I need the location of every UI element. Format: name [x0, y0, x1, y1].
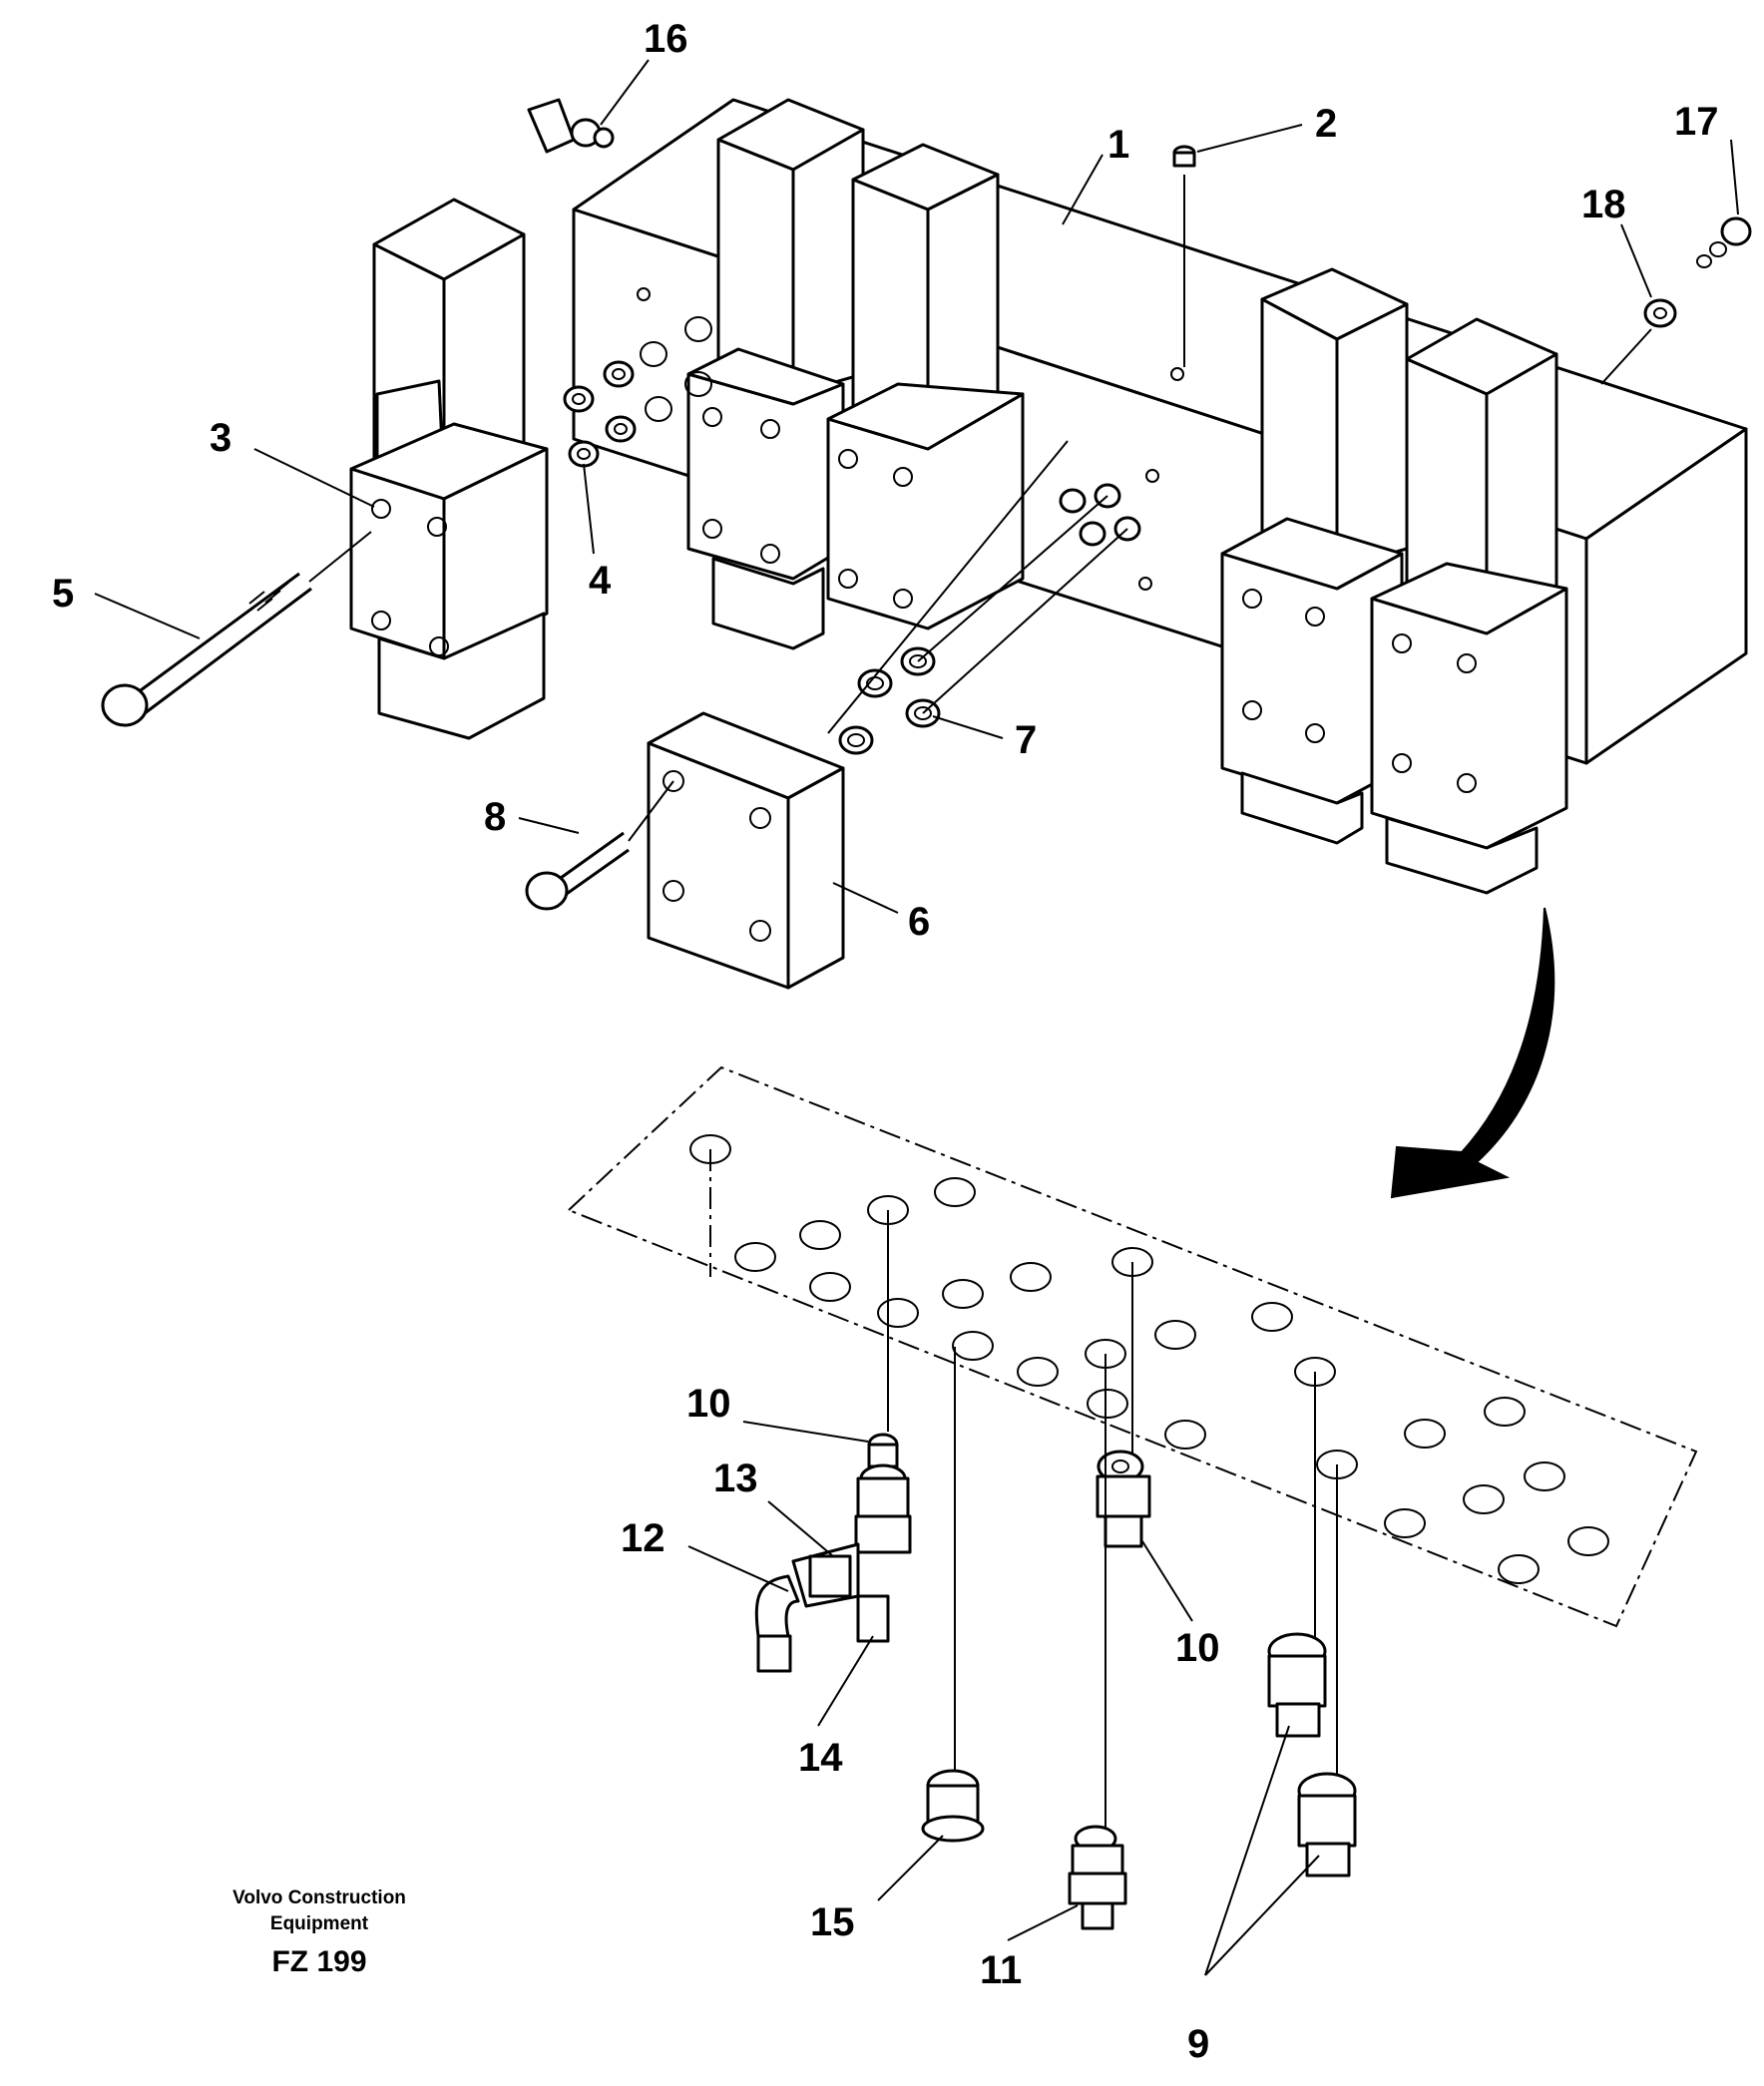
- callout-10-right: 10: [1175, 1626, 1220, 1670]
- fitting-10-left: [754, 1210, 912, 1673]
- callout-1: 1: [1107, 123, 1129, 167]
- bolt-5: [101, 531, 372, 727]
- bolt-8: [525, 780, 674, 911]
- callout-5: 5: [52, 572, 74, 616]
- plug-2: [1172, 145, 1196, 367]
- orings-4: [563, 316, 712, 468]
- solenoid-valve-5: [1370, 317, 1568, 895]
- callout-6: 6: [908, 900, 930, 944]
- callout-9: 9: [1187, 2022, 1209, 2066]
- callout-16: 16: [644, 17, 688, 61]
- solenoid-valve-left: [349, 198, 549, 740]
- callout-15: 15: [810, 1900, 855, 1944]
- callout-4: 4: [589, 559, 612, 603]
- callout-10-left: 10: [686, 1382, 731, 1426]
- curved-arrow: [1390, 907, 1555, 1199]
- fittings-9: [1267, 1372, 1357, 1877]
- leader-lines: [94, 59, 1739, 1976]
- fitting-16: [527, 98, 615, 154]
- fitting-17-18: [1600, 216, 1752, 385]
- callout-17: 17: [1674, 100, 1719, 144]
- solenoid-valve-2: [686, 98, 865, 650]
- footer-company-line1: Volvo Construction: [232, 1887, 406, 1908]
- callout-12: 12: [621, 1516, 665, 1560]
- callout-14: 14: [798, 1736, 843, 1780]
- callout-11: 11: [980, 1948, 1022, 1992]
- solenoid-valve-4: [1220, 267, 1409, 845]
- callout-2: 2: [1315, 102, 1337, 146]
- footer-company: Volvo Construction Equipment: [195, 1885, 444, 1937]
- drawing-code: FZ 199: [271, 1945, 367, 1978]
- solenoid-valve-3: [826, 143, 1025, 630]
- callout-7: 7: [1015, 718, 1037, 762]
- fitting-11: [1068, 1354, 1127, 1930]
- callout-8: 8: [484, 795, 506, 839]
- footer-company-line2: Equipment: [269, 1913, 369, 1934]
- callout-13: 13: [713, 1457, 758, 1500]
- callout-labels: 1 2 3 4 5 6 7 8 9 10 10 11 12 13 14 15 1…: [52, 17, 1719, 2066]
- plug-15: [921, 1347, 985, 1843]
- orings-7: [827, 440, 1141, 755]
- callout-3: 3: [210, 416, 231, 460]
- callout-18: 18: [1581, 183, 1626, 226]
- cover-plate: [647, 711, 845, 990]
